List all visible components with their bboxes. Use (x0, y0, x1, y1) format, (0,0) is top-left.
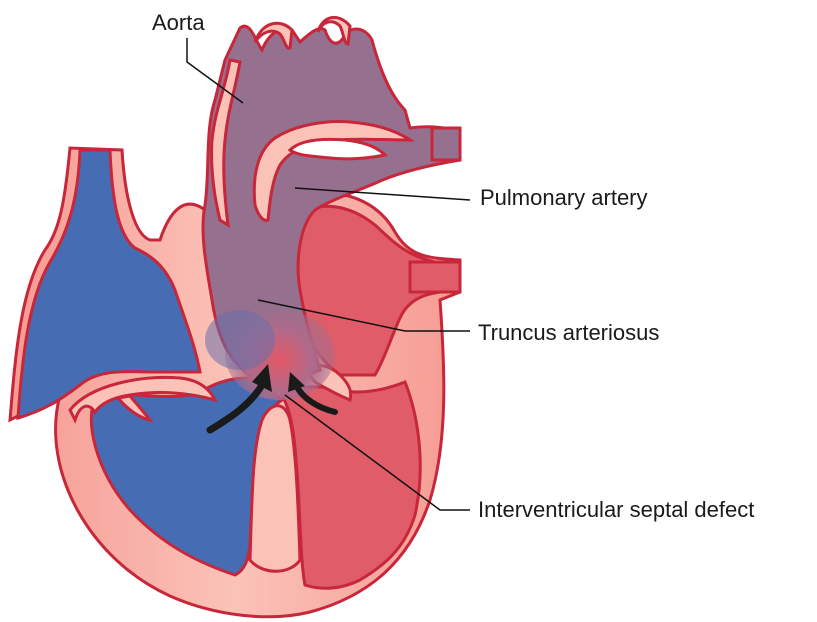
pulmonary-vein (410, 262, 460, 292)
blue-mix-region (205, 310, 275, 370)
label-pulmonary-artery: Pulmonary artery (480, 187, 648, 209)
label-aorta: Aorta (152, 12, 205, 34)
label-truncus-arteriosus: Truncus arteriosus (478, 322, 659, 344)
label-interventricular-septal-defect: Interventricular septal defect (478, 499, 754, 521)
pulmonary-vein-stub (432, 128, 460, 160)
